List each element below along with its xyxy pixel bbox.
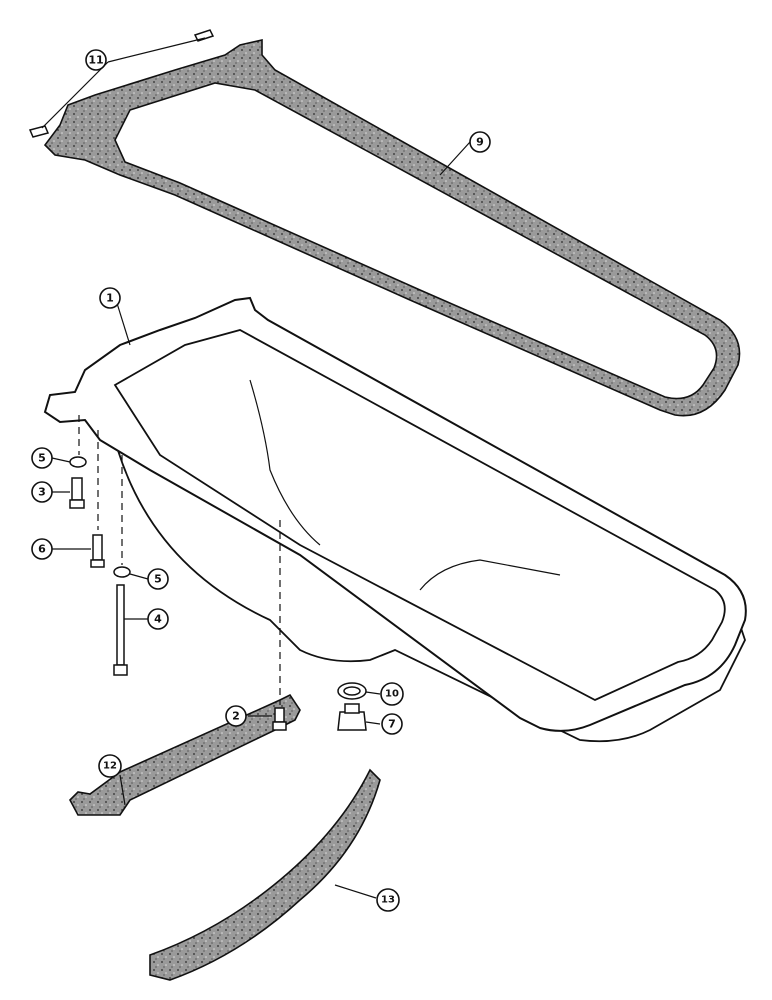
svg-text:13: 13 — [381, 895, 395, 906]
washer-5-upper — [69, 456, 87, 468]
callout-11: 11 — [85, 49, 107, 71]
svg-text:1: 1 — [106, 292, 114, 305]
drain-plug-7 — [337, 703, 367, 731]
bolt-6 — [90, 534, 105, 568]
top-gasket — [43, 38, 741, 417]
svg-text:3: 3 — [38, 486, 46, 499]
callout-6: 6 — [31, 538, 53, 560]
callout-2: 2 — [225, 705, 247, 727]
oil-pan — [43, 296, 747, 743]
svg-text:12: 12 — [103, 761, 117, 772]
callout-13: 13 — [376, 888, 400, 912]
bolt-2 — [272, 707, 287, 731]
callout-4: 4 — [147, 608, 169, 630]
svg-text:4: 4 — [154, 613, 162, 626]
callout-12: 12 — [98, 754, 122, 778]
rear-seal-curved — [149, 768, 381, 981]
seal-ring-10 — [337, 682, 367, 700]
callout-1: 1 — [99, 287, 121, 309]
svg-text:5: 5 — [154, 573, 162, 586]
svg-text:2: 2 — [232, 710, 240, 723]
callout-5-lower: 5 — [147, 568, 169, 590]
svg-text:9: 9 — [476, 136, 484, 149]
callout-9: 9 — [469, 131, 491, 153]
callout-5-upper: 5 — [31, 447, 53, 469]
svg-text:7: 7 — [388, 718, 396, 731]
gasket-clip-top — [193, 29, 215, 42]
callout-3: 3 — [31, 481, 53, 503]
svg-text:6: 6 — [38, 543, 46, 556]
gasket-clip-left — [28, 125, 50, 138]
front-seal-strip — [69, 693, 301, 816]
callout-7: 7 — [381, 713, 403, 735]
svg-text:10: 10 — [385, 689, 399, 700]
long-bolt-4 — [113, 584, 128, 676]
bolt-3 — [69, 477, 85, 509]
svg-text:5: 5 — [38, 452, 46, 465]
washer-5-lower — [113, 566, 131, 578]
callout-10: 10 — [380, 682, 404, 706]
svg-text:11: 11 — [88, 54, 103, 67]
